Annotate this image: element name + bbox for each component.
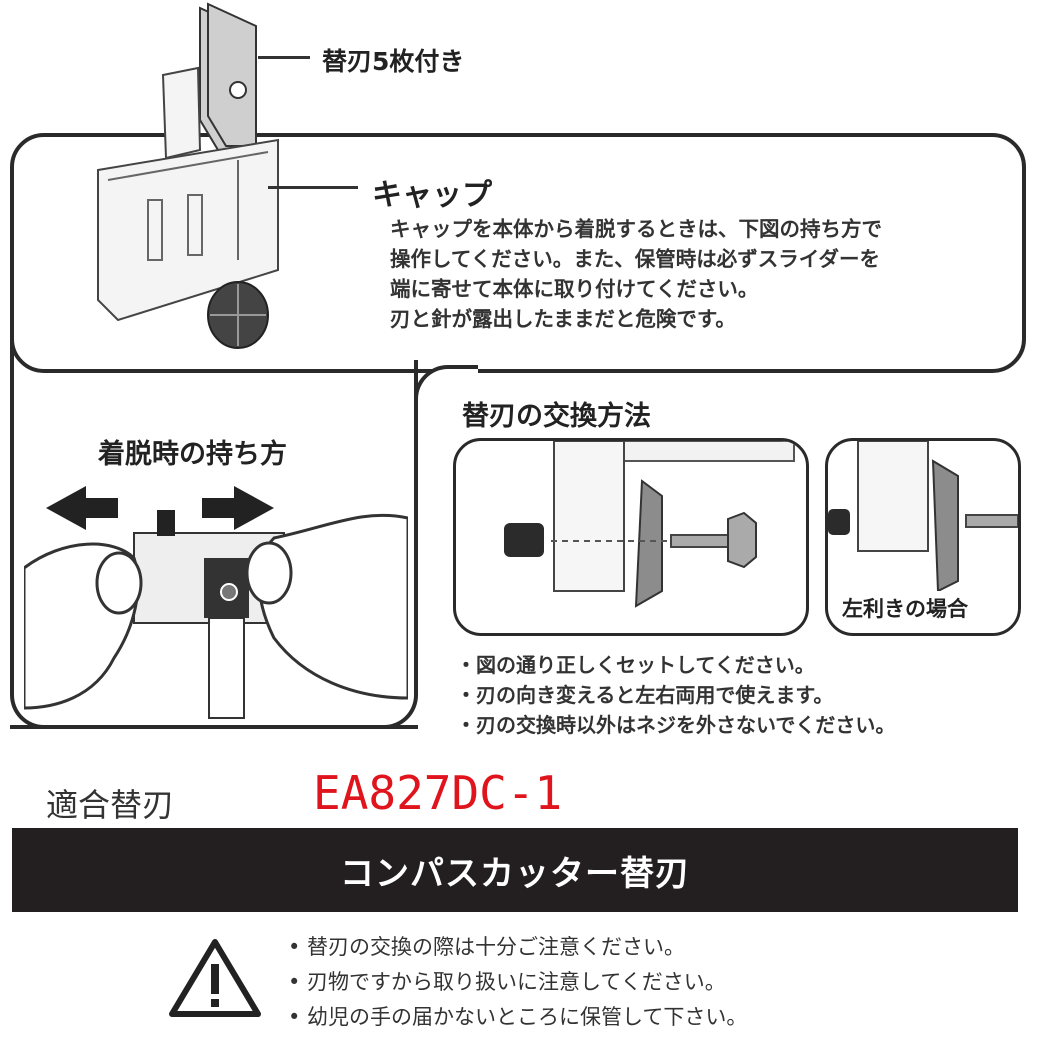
holding-method-title: 着脱時の持ち方 — [98, 439, 287, 470]
cap-label: キャップ — [372, 178, 492, 213]
blades-label: 替刃5枚付き — [322, 47, 465, 76]
left-hand-figure-box: 左利きの場合 — [825, 438, 1021, 636]
cap-note-line: キャップを本体から着脱するときは、下図の持ち方で — [390, 217, 882, 241]
replacement-note-line: ・刃の交換時以外はネジを外さないでください。 — [456, 713, 896, 737]
warning-item: • 替刃の交換の際は十分ご注意ください。 — [288, 935, 686, 959]
cap-notes: キャップを本体から着脱するときは、下図の持ち方で 操作してください。また、保管時… — [390, 214, 882, 334]
compatible-blade-label: 適合替刃 — [46, 786, 175, 824]
replacement-method-title: 替刃の交換方法 — [462, 401, 651, 432]
cap-leader-line — [268, 186, 358, 189]
product-banner: コンパスカッター替刃 — [12, 828, 1018, 912]
replacement-note-line: ・図の通り正しくセットしてください。 — [456, 653, 815, 677]
left-hand-illustration — [828, 441, 1018, 593]
replacement-notes: ・図の通り正しくセットしてください。 ・刃の向き変えると左右両用で使えます。 ・… — [456, 650, 895, 740]
warning-triangle-icon — [169, 939, 261, 1017]
left-hand-caption: 左利きの場合 — [842, 597, 968, 621]
blades-leader-line — [258, 56, 310, 59]
warning-item: • 幼児の手の届かないところに保管して下さい。 — [288, 1005, 748, 1029]
warning-item: • 刃物ですから取り扱いに注意してください。 — [288, 970, 726, 994]
blade-replacement-illustration — [504, 441, 795, 608]
cap-note-line: 端に寄せて本体に取り付けてください。 — [390, 277, 759, 301]
left-panel-frame-bottom — [10, 360, 418, 729]
compatible-model-number: EA827DC-1 — [313, 766, 563, 820]
warning-list: • 替刃の交換の際は十分ご注意ください。 • 刃物ですから取り扱いに注意してくだ… — [288, 930, 747, 1035]
hands-holding-illustration — [24, 486, 408, 719]
replacement-figure-box — [453, 438, 809, 636]
cap-note-line: 操作してください。また、保管時は必ずスライダーを — [390, 247, 880, 271]
product-banner-text: コンパスカッター替刃 — [340, 853, 690, 894]
cutter-case-illustration — [97, 2, 279, 349]
cap-note-line: 刃と針が露出したままだと危険です。 — [390, 307, 736, 331]
replacement-note-line: ・刃の向き変えると左右両用で使えます。 — [456, 683, 834, 707]
right-panel-frame — [414, 365, 478, 429]
